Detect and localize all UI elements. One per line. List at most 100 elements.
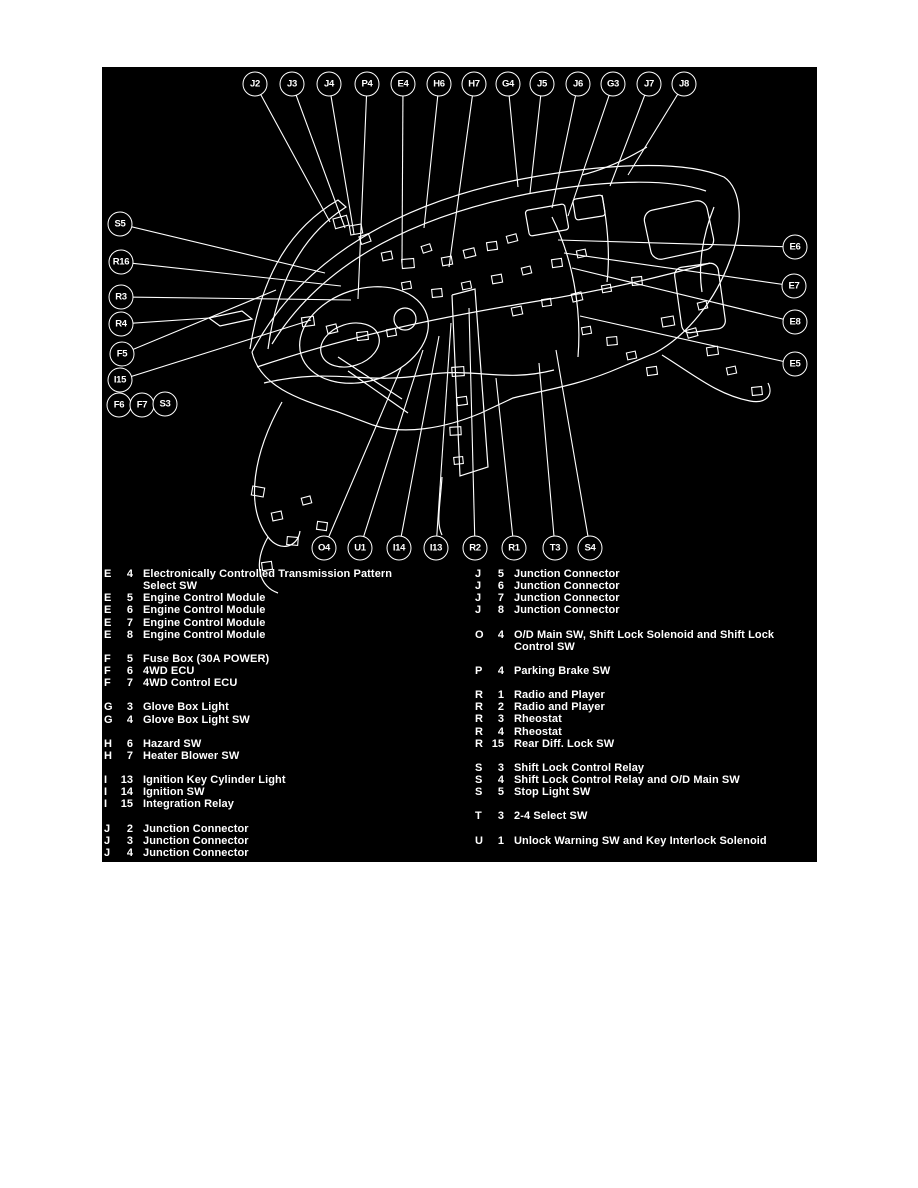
legend-code-number: 4 bbox=[126, 568, 133, 580]
legend-code-number: 3 bbox=[126, 834, 133, 847]
callout-E5: E5 bbox=[782, 351, 808, 377]
callout-R4: R4 bbox=[108, 311, 134, 337]
dash-outline-path bbox=[251, 351, 656, 431]
legend-code-number: 4 bbox=[126, 846, 133, 859]
leader-line-E5 bbox=[579, 315, 796, 365]
legend-code-letter bbox=[475, 641, 489, 653]
legend-code-letter: J bbox=[104, 822, 111, 835]
legend-code-letter: F bbox=[104, 665, 111, 678]
dash-outline-path bbox=[256, 262, 711, 368]
legend-component-name: Glove Box Light bbox=[143, 701, 229, 714]
callout-J8: J8 bbox=[671, 71, 697, 97]
callout-F7: F7 bbox=[129, 392, 155, 418]
legend-component-name: 4WD Control ECU bbox=[143, 677, 238, 690]
leader-line-T3 bbox=[538, 362, 556, 549]
callout-G3: G3 bbox=[600, 71, 626, 97]
legend-code-number: 7 bbox=[126, 616, 133, 629]
legend-code-letter: E bbox=[104, 568, 112, 580]
instrument-cluster-shape bbox=[299, 286, 429, 384]
legend-code-letter: R bbox=[475, 737, 483, 750]
callout-T3: T3 bbox=[542, 535, 568, 561]
leader-line-E4 bbox=[401, 83, 404, 264]
legend-component-name: Junction Connector bbox=[143, 834, 249, 847]
connector-block-shape bbox=[570, 291, 584, 303]
leader-line-J7 bbox=[609, 83, 650, 187]
leader-line-P4 bbox=[357, 83, 368, 300]
legend-code-number: 4 bbox=[497, 725, 504, 738]
legend-component-name: Junction Connector bbox=[514, 604, 620, 617]
legend-code-letter: G bbox=[104, 713, 113, 726]
callout-H6: H6 bbox=[426, 71, 452, 97]
connector-block-shape bbox=[580, 325, 593, 336]
legend-component-name: Shift Lock Control Relay and O/D Main SW bbox=[514, 774, 740, 787]
legend-code-number: 3 bbox=[126, 701, 133, 714]
callout-R3: R3 bbox=[108, 284, 134, 310]
dash-feature-shape bbox=[572, 194, 606, 221]
connector-block-shape bbox=[348, 223, 364, 236]
leader-line-J5 bbox=[529, 83, 543, 194]
connector-block-shape bbox=[332, 214, 350, 230]
legend-code-letter: R bbox=[475, 689, 483, 702]
legend-row-continuation: Control SW bbox=[475, 641, 774, 653]
legend-component-name: Shift Lock Control Relay bbox=[514, 761, 645, 774]
leader-line-J2 bbox=[254, 83, 331, 223]
legend-code-letter: O bbox=[475, 628, 484, 641]
dash-outline-path bbox=[207, 310, 254, 327]
legend-code-number: 5 bbox=[497, 568, 504, 580]
legend-code-letter: J bbox=[475, 568, 482, 580]
legend-component-name: Heater Blower SW bbox=[143, 749, 240, 762]
connector-block-shape bbox=[453, 455, 464, 466]
dash-outline-path bbox=[551, 216, 580, 358]
legend-code-letter: H bbox=[104, 737, 112, 750]
legend-component-name: Junction Connector bbox=[514, 592, 620, 605]
callout-J7: J7 bbox=[636, 71, 662, 97]
leader-line-E8 bbox=[571, 267, 796, 323]
dash-outline-path bbox=[661, 354, 771, 403]
legend-code-number: 15 bbox=[120, 798, 133, 811]
legend-component-name: Unlock Warning SW and Key Interlock Sole… bbox=[514, 834, 767, 847]
legend-code-number: 5 bbox=[126, 652, 133, 665]
legend-component-name: 4WD ECU bbox=[143, 665, 195, 678]
connector-block-shape bbox=[420, 243, 433, 254]
connector-block-shape bbox=[325, 323, 339, 335]
callout-J5: J5 bbox=[529, 71, 555, 97]
leader-line-F5 bbox=[121, 289, 277, 355]
legend-code-letter: J bbox=[475, 592, 482, 605]
leader-line-R2 bbox=[468, 307, 476, 549]
callout-E7: E7 bbox=[781, 273, 807, 299]
legend-code-number: 3 bbox=[497, 810, 504, 823]
legend-code-letter: I bbox=[104, 798, 108, 811]
connector-block-shape bbox=[631, 275, 643, 287]
callout-S4: S4 bbox=[577, 535, 603, 561]
connector-block-shape bbox=[401, 257, 415, 270]
dashboard-line-art bbox=[207, 146, 771, 594]
legend-code-number: 4 bbox=[497, 774, 504, 787]
legend-component-name: Rheostat bbox=[514, 713, 562, 726]
connector-block-shape bbox=[286, 535, 299, 547]
legend-code-number: 4 bbox=[126, 713, 133, 726]
connector-block-shape bbox=[449, 426, 462, 436]
leader-line-R4 bbox=[120, 317, 210, 325]
instrument-cluster-shape bbox=[393, 307, 417, 331]
legend-code-letter: J bbox=[475, 604, 482, 617]
legend-code-number: 5 bbox=[126, 592, 133, 605]
legend-component-name: Radio and Player bbox=[514, 701, 605, 714]
connector-block-shape bbox=[455, 395, 469, 407]
legend-code-letter: E bbox=[104, 616, 112, 629]
legend-code-letter: F bbox=[104, 652, 111, 665]
legend-code-letter: S bbox=[475, 774, 483, 787]
legend-component-name: Junction Connector bbox=[514, 568, 620, 580]
callout-J6: J6 bbox=[565, 71, 591, 97]
legend-code-number: 5 bbox=[497, 786, 504, 799]
callout-R1: R1 bbox=[501, 535, 527, 561]
